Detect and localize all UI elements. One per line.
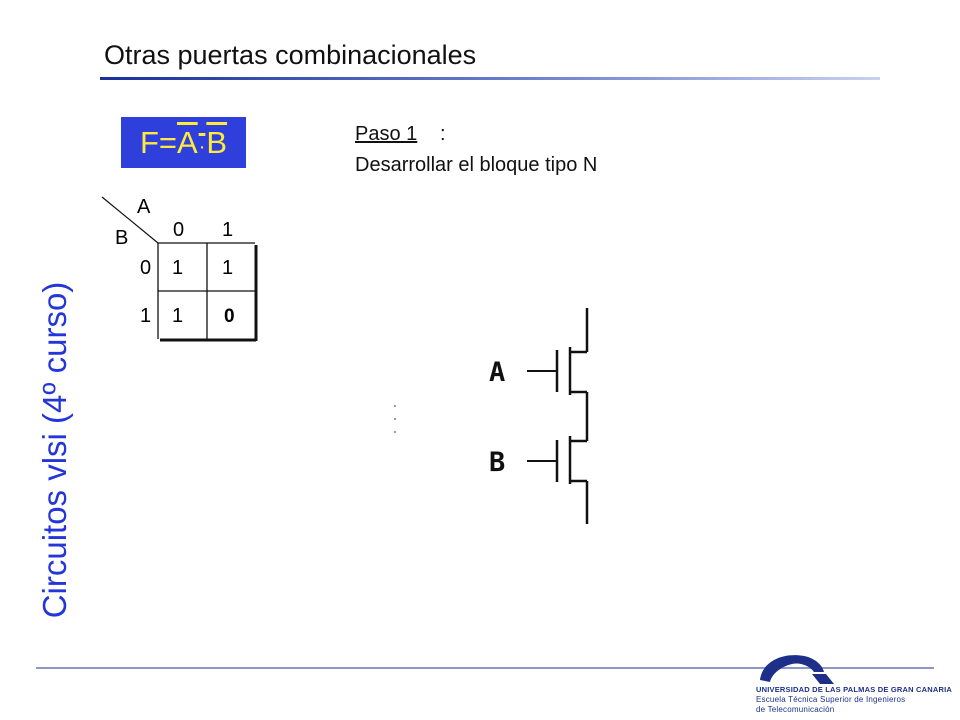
gate-b-label: B: [489, 447, 505, 478]
logo-school-line-2: de Telecomunicación: [756, 705, 835, 714]
title-divider: [100, 77, 880, 80]
logo-mark-icon: [760, 655, 834, 684]
step-label-text: Paso 1: [355, 123, 418, 145]
kmap-cell-0-0: 1: [172, 257, 183, 279]
kmap-col-header-1: 1: [222, 219, 233, 241]
formula-var-b: B: [206, 124, 228, 160]
step-colon: :: [440, 123, 446, 145]
formula-dot: ·: [198, 135, 206, 158]
kmap-row-header-1: 1: [140, 305, 151, 327]
formula-var-a: A: [177, 124, 198, 160]
formula-box: F= A·B: [121, 117, 246, 168]
footer-divider: [36, 667, 934, 669]
slide-title: Otras puertas combinacionales: [104, 40, 477, 70]
kmap-cell-1-0: 1: [172, 305, 183, 327]
formula-prefix: F=: [139, 124, 177, 160]
dotted-marks: [394, 405, 396, 433]
kmap-cell-1-1: 0: [224, 306, 235, 327]
kmap-var-a: A: [137, 196, 151, 218]
kmap-var-b: B: [115, 227, 128, 249]
kmap-diagonal: [101, 196, 159, 244]
formula-overline-group: A·B: [177, 125, 227, 161]
step-label: Paso 1: [355, 123, 417, 146]
university-logo: UNIVERSIDAD DE LAS PALMAS DE GRAN CANARI…: [752, 648, 952, 718]
logo-university-name: UNIVERSIDAD DE LAS PALMAS DE GRAN CANARI…: [756, 685, 952, 694]
kmap-col-header-0: 0: [173, 219, 184, 241]
kmap-row-header-0: 0: [140, 257, 151, 279]
logo-school-line: Escuela Técnica Superior de Ingenieros: [756, 695, 906, 704]
kmap-cell-0-1: 1: [222, 257, 233, 279]
gate-a-label: A: [489, 357, 505, 388]
step-description: Desarrollar el bloque tipo N: [355, 154, 598, 176]
